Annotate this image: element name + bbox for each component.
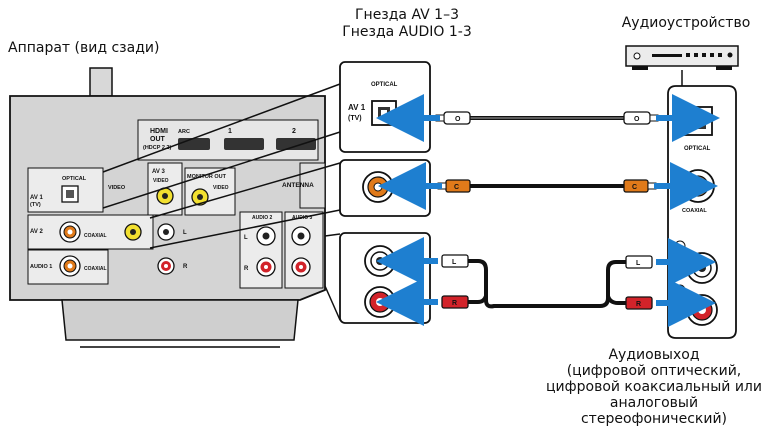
panel-av1-label: AV 1 xyxy=(30,195,44,201)
panel-av3-l-label: L xyxy=(183,230,187,236)
audio-out-caption-5: стереофонический) xyxy=(581,411,727,427)
audio-out-caption-2: (цифровой оптический, xyxy=(567,363,742,379)
zoom-coaxial-label: COAXIAL xyxy=(397,183,422,189)
left-plug-device: L xyxy=(636,260,641,267)
hdmi-1-label: 1 xyxy=(228,128,232,135)
hdmi-in-1-port xyxy=(224,138,264,150)
right-plug-receiver: R xyxy=(452,300,457,307)
panel-audio2-label: AUDIO 2 xyxy=(252,215,273,221)
panel-audio2-r-label: R xyxy=(244,266,249,272)
audio-out-caption-3: цифровой коаксиальный или xyxy=(546,379,762,395)
optical-cable: O O xyxy=(435,111,659,125)
zoom-r-label: R xyxy=(402,301,407,307)
panel-audio1-coaxial-label: COAXIAL xyxy=(84,266,107,272)
coaxial-plug-right: C xyxy=(632,184,637,191)
hdmi-in-2-port xyxy=(276,138,316,150)
audio-out-caption-4: аналоговый xyxy=(610,395,698,411)
zoom-av1-label: AV 1 xyxy=(348,103,366,112)
panel-av3-label: AV 3 xyxy=(152,169,166,175)
coaxial-cable: C C xyxy=(437,179,657,193)
panel-audio1-label: AUDIO 1 xyxy=(30,264,52,270)
audio-device xyxy=(625,45,739,70)
hdmi-2-label: 2 xyxy=(292,128,296,135)
receiver-caption: Аппарат (вид сзади) xyxy=(8,40,159,56)
device-jack-panel: OPTICAL COAXIAL L R xyxy=(667,85,737,339)
panel-video-label: VIDEO xyxy=(108,185,126,191)
hdcp-label: (HDCP 2.2) xyxy=(143,145,171,151)
zoom-optical-box: OPTICAL AV 1 (TV) xyxy=(339,61,431,153)
audio-out-caption-1: Аудиовыход xyxy=(608,347,699,363)
hdmi-out-label-2: OUT xyxy=(150,136,166,143)
leader-lines xyxy=(102,83,341,321)
zoom-optical-label: OPTICAL xyxy=(371,82,398,88)
receiver-rear-panel: HDMI OUT (HDCP 2.2) ARC 1 2 OPTICAL AV 1… xyxy=(9,67,326,348)
jacks-caption-line2: Гнезда AUDIO 1-3 xyxy=(342,24,472,40)
zoom-analog-box: L R xyxy=(339,232,431,324)
optical-plug-left: O xyxy=(455,116,461,123)
device-optical-label: OPTICAL xyxy=(684,146,711,152)
panel-antenna-label: ANTENNA xyxy=(282,182,314,189)
panel-monitor-out-label: MONITOR OUT xyxy=(187,174,227,180)
optical-plug-right: O xyxy=(634,116,640,123)
panel-optical-label: OPTICAL xyxy=(62,176,87,182)
panel-audio2-l-label: L xyxy=(244,235,248,241)
analog-cable: L R L R xyxy=(441,254,653,310)
audio-device-caption: Аудиоустройство xyxy=(622,15,751,31)
panel-monitor-video-label: VIDEO xyxy=(213,185,229,191)
zoom-l-label: L xyxy=(402,260,406,266)
hdmi-out-port xyxy=(178,138,210,150)
jacks-caption-line1: Гнезда AV 1–3 xyxy=(355,7,459,23)
right-plug-device: R xyxy=(636,301,641,308)
hdmi-out-label: HDMI xyxy=(150,128,168,135)
device-l-label: L xyxy=(677,245,681,251)
panel-av2-label: AV 2 xyxy=(30,229,44,235)
arc-label: ARC xyxy=(178,129,190,135)
device-coaxial-label: COAXIAL xyxy=(682,208,707,214)
coaxial-plug-left: C xyxy=(454,184,459,191)
panel-av1-tv-label: (TV) xyxy=(30,202,41,208)
panel-av3-r-label: R xyxy=(183,264,188,270)
panel-av3-video-label: VIDEO xyxy=(153,178,169,184)
left-plug-receiver: L xyxy=(452,259,457,266)
device-r-label: R xyxy=(677,289,682,295)
zoom-coaxial-box: COAXIAL xyxy=(339,159,431,217)
zoom-av1-tv-label: (TV) xyxy=(348,115,362,122)
panel-av2-coaxial-label: COAXIAL xyxy=(84,233,107,239)
